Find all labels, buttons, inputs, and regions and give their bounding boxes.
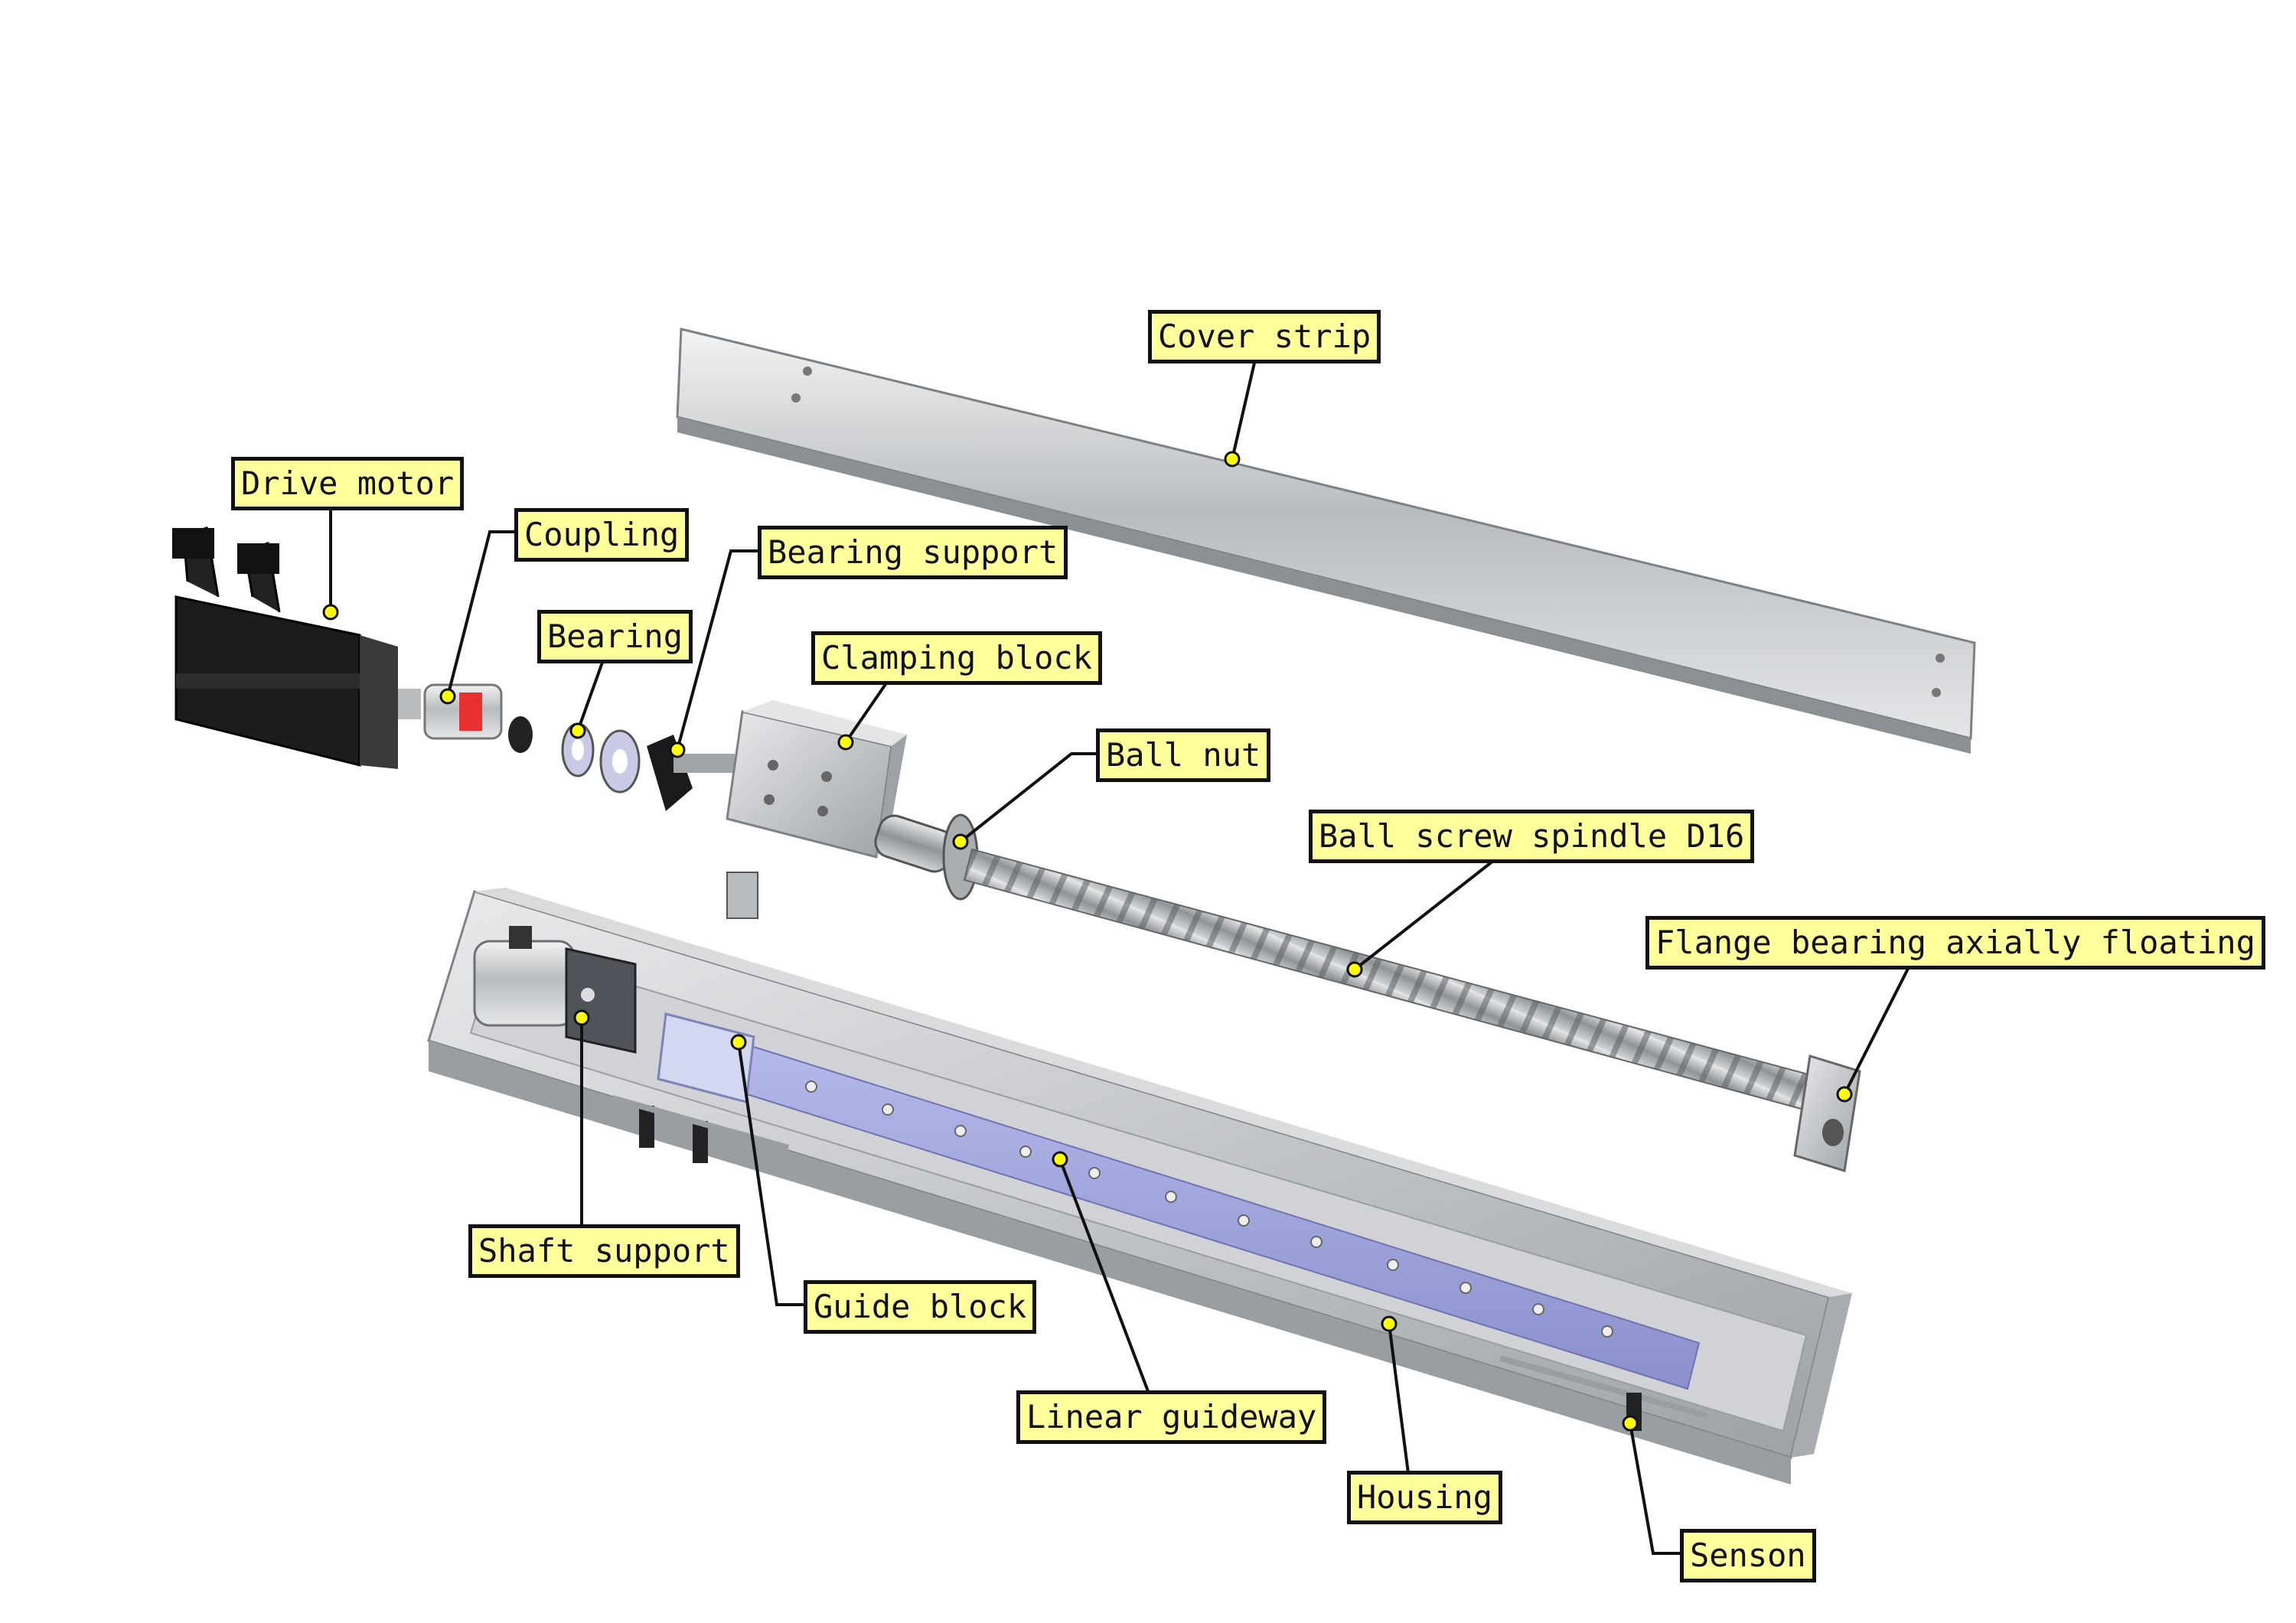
label-senson: Senson (1680, 1529, 1816, 1582)
ball-nut-part (874, 813, 979, 901)
leader-lines (329, 359, 1911, 1555)
label-flange-bearing: Flange bearing axially floating (1645, 916, 2265, 970)
label-guide-block: Guide block (804, 1280, 1037, 1334)
leader-flange-bearing (1843, 965, 1911, 1095)
leader-ball-screw (1353, 854, 1502, 971)
clamping-block-part (726, 700, 907, 919)
flange-bearing-part (1793, 1054, 1861, 1172)
leader-cover-strip (1231, 359, 1257, 460)
label-ball-nut: Ball nut (1096, 728, 1271, 782)
leader-coupling (446, 530, 514, 697)
leader-guide-block (737, 1041, 804, 1306)
label-ball-screw-spindle: Ball screw spindle D16 (1309, 810, 1755, 863)
label-bearing-support: Bearing support (758, 526, 1068, 579)
bearing-support-part (647, 735, 735, 811)
shaft-support-part (473, 926, 637, 1054)
anchor-drive-motor (322, 604, 339, 621)
label-shaft-support: Shaft support (468, 1224, 740, 1278)
leader-senson (1629, 1423, 1680, 1555)
leader-clamping-block (844, 680, 889, 744)
label-clamping-block: Clamping block (811, 631, 1103, 685)
coupling-part (423, 683, 503, 740)
label-drive-motor: Drive motor (231, 457, 465, 510)
leader-bearing (576, 660, 605, 732)
anchor-bearing (569, 722, 586, 739)
anchor-dots (322, 451, 1853, 1432)
anchor-cover-strip (1224, 451, 1241, 468)
leader-linear-guideway (1058, 1159, 1150, 1392)
anchor-senson (1622, 1415, 1639, 1432)
leader-bearing-support (676, 549, 758, 751)
leader-housing (1388, 1323, 1410, 1474)
label-coupling: Coupling (514, 508, 690, 562)
linear-guideway-part (733, 1043, 1701, 1390)
label-housing: Housing (1347, 1471, 1503, 1524)
anchor-shaft-support (573, 1009, 590, 1026)
lock-nut-part (508, 716, 533, 753)
anchor-guide-block (730, 1034, 747, 1051)
anchor-coupling (439, 688, 456, 705)
label-cover-strip: Cover strip (1148, 310, 1381, 363)
leader-ball-nut (959, 752, 1096, 843)
anchor-bearing-support (669, 741, 686, 758)
anchor-ball-nut (952, 833, 969, 850)
label-bearing: Bearing (537, 610, 693, 663)
drive-motor-part (172, 526, 421, 769)
anchor-ball-screw (1346, 961, 1363, 978)
anchor-linear-guideway (1052, 1151, 1068, 1168)
anchor-flange-bearing (1836, 1086, 1853, 1103)
cover-strip-part (676, 328, 1976, 754)
anchor-clamping-block (837, 734, 854, 751)
anchor-housing (1381, 1315, 1397, 1332)
label-linear-guideway: Linear guideway (1016, 1390, 1327, 1444)
bearing-part (561, 722, 641, 794)
